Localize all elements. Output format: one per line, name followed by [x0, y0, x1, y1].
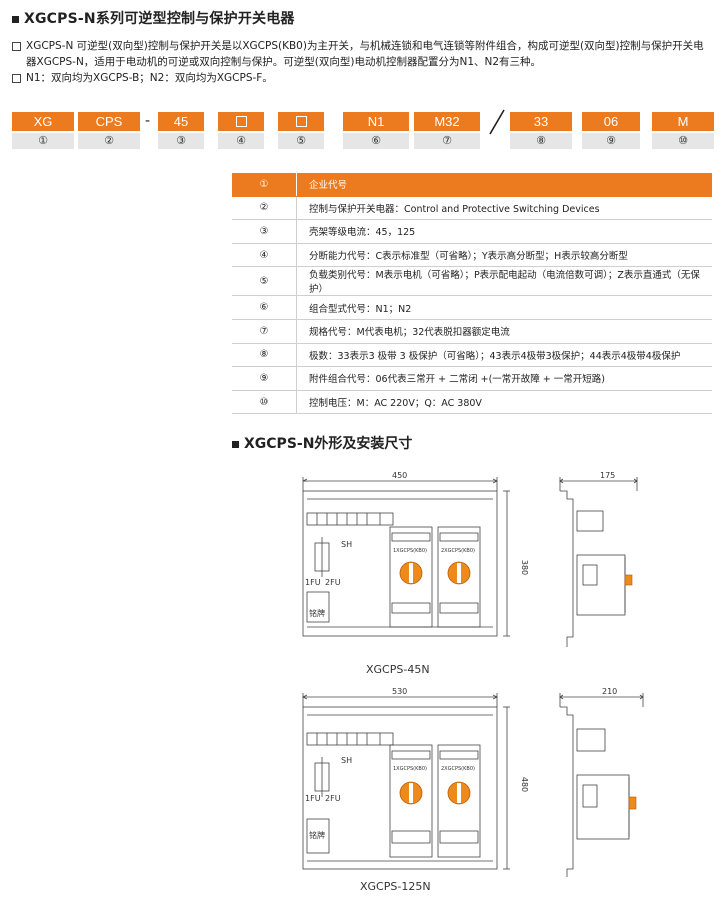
code-box: XG [12, 112, 74, 131]
code-number: ④ [218, 133, 264, 149]
drawing1-height: 380 [520, 559, 530, 576]
code-number: ⑥ [343, 133, 409, 149]
code-box-blank [278, 112, 324, 131]
drawing2-sh-label: SH [341, 756, 353, 765]
code-box: 45 [158, 112, 204, 131]
drawing1-width: 450 [392, 471, 408, 480]
drawing1-kb2-label: 2XGCPS(KB0) [441, 548, 475, 554]
code-dash: - [145, 113, 151, 129]
code-number: ⑨ [582, 133, 640, 149]
code-number: ⑧ [510, 133, 572, 149]
code-box: N1 [343, 112, 409, 131]
drawing2-nameplate-label: 铭牌 [309, 831, 325, 840]
intro-paragraph: XGCPS-N 可逆型(双向型)控制与保护开关是以XGCPS(KB0)为主开关，… [12, 38, 712, 70]
section-title: XGCPS-N外形及安装尺寸 [232, 433, 412, 453]
intro-paragraph: N1：双向均为XGCPS-B；N2：双向均为XGCPS-F。 [12, 70, 712, 86]
drawing2-caption: XGCPS-125N [360, 880, 431, 893]
drawing1-front-view [302, 477, 510, 637]
code-box: CPS [78, 112, 140, 131]
page-title: XGCPS-N系列可逆型控制与保护开关电器 [12, 8, 295, 28]
drawing2-side-view [559, 693, 644, 877]
drawing2-depth: 210 [602, 687, 618, 696]
drawing2-kb2-label: 2XGCPS(KB0) [441, 766, 475, 772]
drawing1-caption: XGCPS-45N [366, 663, 430, 676]
drawing1-kb1-label: 1XGCPS(KB0) [393, 548, 427, 554]
code-number: ② [78, 133, 140, 149]
drawing1-depth: 175 [600, 471, 616, 480]
drawing2-kb1-label: 1XGCPS(KB0) [393, 766, 427, 772]
drawing1-fu2-label: 2FU [325, 578, 341, 587]
code-box: M32 [414, 112, 480, 131]
model-code: XG CPS - 45 N1 M32 33 06 M ① ② ③ ④ ⑤ ⑥ ⑦… [0, 112, 720, 152]
slash-separator [489, 109, 505, 135]
drawing2-front-view [302, 693, 510, 870]
code-number: ⑤ [278, 133, 324, 149]
drawing2-fu2-label: 2FU [325, 794, 341, 803]
intro-text: XGCPS-N 可逆型(双向型)控制与保护开关是以XGCPS(KB0)为主开关，… [12, 38, 712, 86]
drawing1-nameplate-label: 铭牌 [309, 609, 325, 618]
drawing2-height: 480 [520, 776, 530, 793]
drawing1-side-view [559, 477, 638, 647]
drawing1-fu1-label: 1FU [305, 578, 321, 587]
drawing1-sh-label: SH [341, 540, 353, 549]
code-box: M [652, 112, 714, 131]
code-number: ⑩ [652, 133, 714, 149]
drawing2-fu1-label: 1FU [305, 794, 321, 803]
code-number: ⑦ [414, 133, 480, 149]
code-box: 33 [510, 112, 572, 131]
code-box-blank [218, 112, 264, 131]
code-number: ① [12, 133, 74, 149]
drawing2-width: 530 [392, 687, 408, 696]
code-box: 06 [582, 112, 640, 131]
code-number: ③ [158, 133, 204, 149]
